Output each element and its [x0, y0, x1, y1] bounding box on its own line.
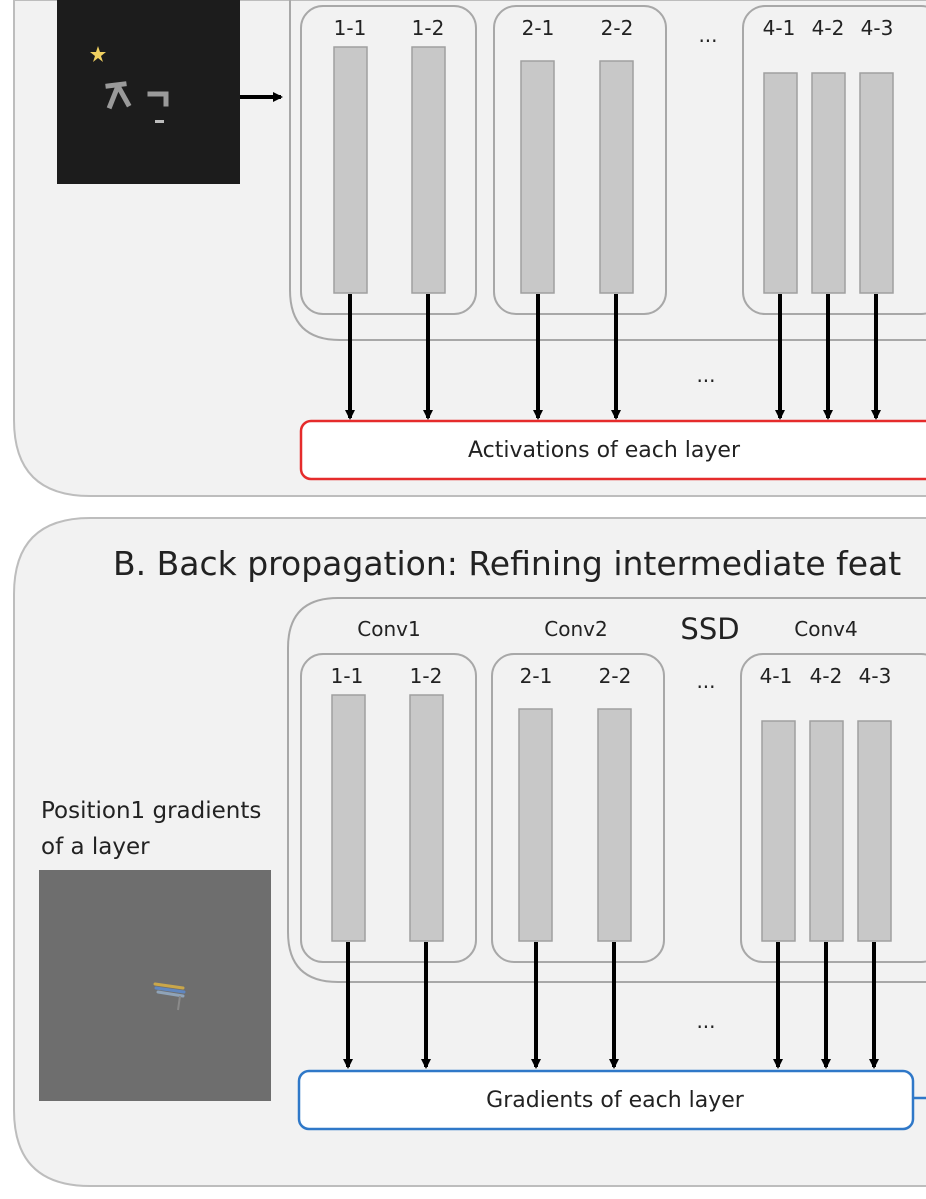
layer-label: 2-1: [520, 664, 553, 688]
layer-label: 1-2: [410, 664, 443, 688]
layer-bar: [857, 720, 892, 942]
layer-label: 2-2: [601, 16, 634, 40]
panel-a: 1-1 1-2 2-1 2-2 4-1 4-2 4-3 ... ...: [13, 0, 926, 497]
network-label: SSD: [680, 612, 739, 646]
panel-b: B. Back propagation: Refining intermedia…: [13, 517, 926, 1187]
layer-bar: [599, 60, 634, 294]
layer-label: 4-2: [812, 16, 845, 40]
panel-b-title: B. Back propagation: Refining intermedia…: [113, 544, 901, 583]
layer-label: 2-1: [522, 16, 555, 40]
group-label-conv4: Conv4: [794, 617, 857, 641]
layer-label: 4-1: [760, 664, 793, 688]
gradient-image: [39, 870, 271, 1101]
layer-bar: [859, 72, 894, 294]
layer-label: 4-1: [763, 16, 796, 40]
input-image: [57, 0, 240, 184]
star-icon: [90, 46, 106, 62]
panel-b-network-box: [287, 597, 926, 983]
layer-label: 4-3: [859, 664, 892, 688]
panel-a-group-conv2: [493, 5, 667, 315]
ellipsis: ...: [698, 23, 717, 47]
panel-a-network-box: [289, 0, 926, 341]
group-label-conv2: Conv2: [544, 617, 607, 641]
panel-b-group-conv2: [491, 653, 665, 963]
gradients-label: Gradients of each layer: [486, 1088, 745, 1113]
panel-a-activation-arrows: [345, 294, 881, 420]
ellipsis: ...: [696, 1009, 715, 1033]
layer-bar: [763, 72, 798, 294]
panel-a-group-conv1: [300, 5, 477, 315]
layer-bar: [761, 720, 796, 942]
group-label-conv1: Conv1: [357, 617, 420, 641]
layer-bar: [333, 46, 368, 294]
layer-bar: [411, 46, 446, 294]
layer-bar: [331, 694, 366, 942]
panel-a-layer-bars: [333, 46, 894, 294]
layer-bar: [518, 708, 553, 942]
layer-label: 1-2: [412, 16, 445, 40]
activations-label: Activations of each layer: [468, 438, 741, 463]
ellipsis: ...: [696, 363, 715, 387]
layer-label: 1-1: [331, 664, 364, 688]
layer-label: 4-3: [861, 16, 894, 40]
layer-bar: [811, 72, 846, 294]
panel-b-group-conv1: [300, 653, 477, 963]
panel-b-gradient-arrows: [343, 942, 879, 1069]
layer-bar: [809, 720, 844, 942]
gradients-box: [297, 1069, 915, 1131]
gradient-caption-line2: of a layer: [41, 834, 150, 860]
layer-label: 4-2: [810, 664, 843, 688]
gradient-caption-line1: Position1 gradients: [41, 798, 261, 824]
panel-b-layer-bars: [331, 694, 892, 942]
layer-label: 2-2: [599, 664, 632, 688]
activations-box: [299, 419, 926, 481]
layer-label: 1-1: [334, 16, 367, 40]
layer-bar: [409, 694, 444, 942]
layer-bar: [520, 60, 555, 294]
layer-bar: [597, 708, 632, 942]
ellipsis: ...: [696, 669, 715, 693]
object-shapes: [105, 81, 169, 110]
